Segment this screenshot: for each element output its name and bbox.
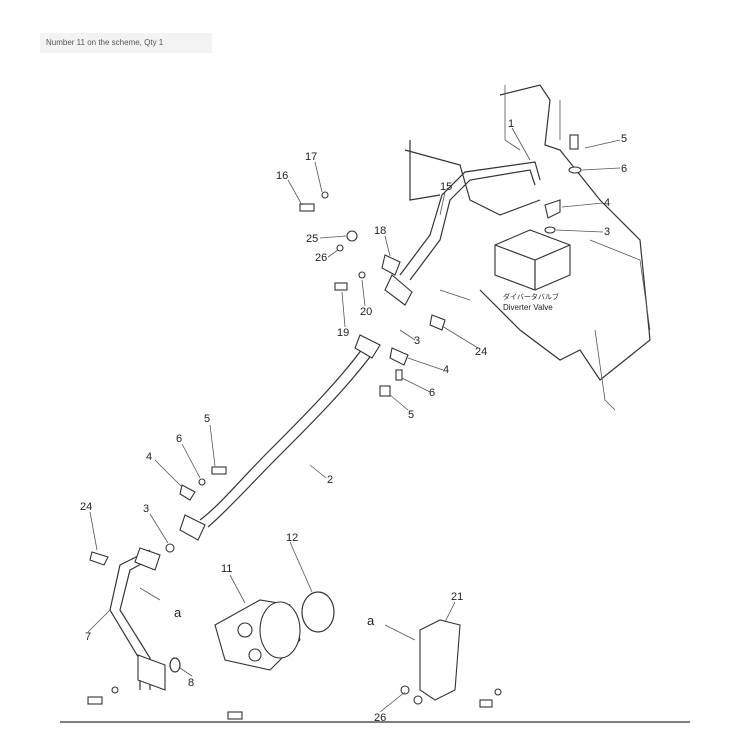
callout: 8 [188,677,194,689]
callout: 24 [80,501,92,513]
callout: 25 [306,233,318,245]
callout: 26 [374,712,386,724]
callout: 17 [305,151,317,163]
callout: 18 [374,225,386,237]
callout: 3 [414,335,420,347]
callout: 15 [440,181,452,193]
machine-frame [404,84,651,411]
callout: 4 [443,364,449,376]
callout: 1 [508,118,514,130]
callout: 16 [276,170,288,182]
callout: 5 [408,409,414,421]
callout: 3 [604,226,610,238]
diverter-valve-label: Diverter Valve [503,303,553,312]
callout: 7 [85,631,91,643]
callout: 12 [286,532,298,544]
callout: 5 [621,133,627,145]
callout: 6 [176,433,182,445]
pipes [109,161,541,691]
callout: 2 [327,474,333,486]
callout: a [174,605,182,620]
pump [169,591,335,673]
callout-labels: 1 5 6 4 3 17 16 15 18 25 26 20 19 3 24 4… [80,118,627,724]
fasteners [87,134,582,720]
callout: 5 [204,413,210,425]
callout: 4 [146,451,152,463]
o-ring-12 [301,591,335,633]
callout: a [367,613,375,628]
callout: 6 [621,163,627,175]
callout: 26 [315,252,327,264]
callout: 11 [221,563,232,575]
leader-lines [87,127,621,713]
bracket [60,619,690,723]
callout: 21 [451,591,463,603]
callout: 20 [360,306,372,318]
part-caption: Number 11 on the scheme, Qty 1 [40,33,212,53]
callout: 24 [475,346,487,358]
diverter-valve-jp-label: ダイバータバルブ [503,292,559,301]
callout: 6 [429,387,435,399]
callout: 3 [143,503,149,515]
callout: 4 [604,197,610,209]
callout: 19 [337,327,349,339]
diverter-valve: ダイバータバルブ Diverter Valve [494,229,571,312]
o-ring-8 [169,657,181,673]
